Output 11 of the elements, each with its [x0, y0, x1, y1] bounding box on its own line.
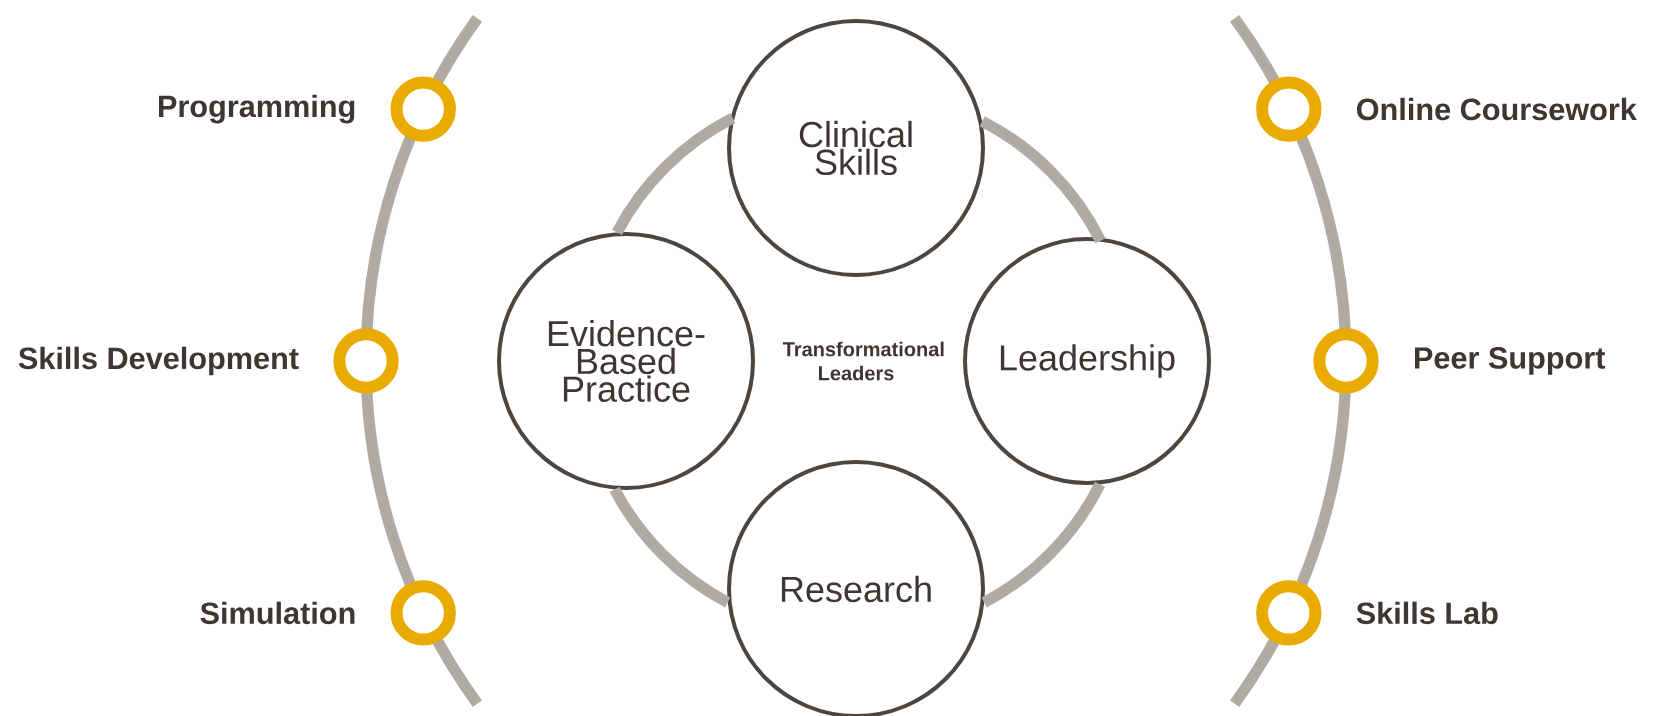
connector-arc	[612, 112, 736, 236]
connector-arc	[979, 116, 1106, 244]
ring-label: Simulation	[200, 601, 355, 625]
ring-label: Online Coursework	[1356, 97, 1637, 121]
ring-label: Skills Lab	[1356, 601, 1498, 625]
center-label: Transformational Leaders	[782, 341, 944, 381]
ring-label: Skills Development	[18, 346, 299, 376]
connector-arc	[609, 486, 731, 608]
ring-label: Peer Support	[1415, 347, 1606, 375]
ring-label: Programming	[159, 94, 355, 124]
connector-arc	[981, 481, 1105, 608]
